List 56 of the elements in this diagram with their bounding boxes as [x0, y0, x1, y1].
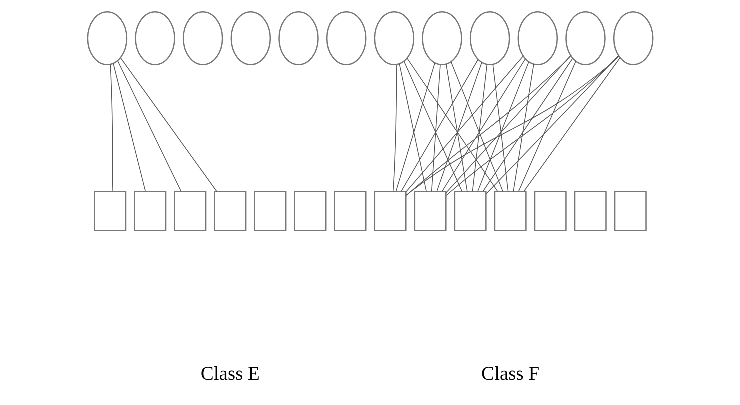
connector	[446, 56, 619, 196]
connector	[117, 60, 182, 192]
connector	[477, 62, 529, 192]
connector	[441, 58, 526, 192]
node-circle	[374, 12, 414, 66]
connector	[450, 62, 504, 192]
node-circle	[86, 12, 128, 66]
connector	[445, 55, 571, 194]
node-circle	[134, 12, 175, 66]
node-circle	[565, 12, 606, 66]
connector	[405, 56, 524, 192]
connector	[406, 56, 571, 196]
connector	[110, 64, 113, 192]
connector	[398, 64, 426, 192]
connector	[492, 64, 508, 192]
node-box	[134, 191, 166, 232]
node-circle	[182, 12, 223, 66]
connector	[392, 64, 397, 192]
node-circle	[230, 12, 271, 66]
node-box	[454, 191, 486, 232]
label: Class E	[200, 364, 260, 386]
connector	[120, 58, 217, 192]
connector	[523, 58, 620, 192]
connector	[486, 56, 618, 194]
connector	[512, 64, 534, 192]
connector	[403, 61, 462, 192]
connector	[406, 56, 619, 196]
connector	[112, 63, 146, 192]
node-circle	[278, 12, 318, 66]
node-circle	[517, 12, 558, 66]
connector	[518, 61, 576, 192]
node-box	[174, 191, 206, 232]
node-box	[614, 191, 646, 232]
connector	[400, 59, 478, 192]
node-box	[414, 191, 446, 232]
node-circle	[326, 12, 366, 66]
label: Class F	[481, 364, 540, 386]
connector	[472, 64, 488, 192]
connector	[395, 62, 435, 192]
node-box	[94, 191, 126, 232]
connector	[436, 62, 482, 192]
node-circle	[612, 12, 654, 66]
connector	[430, 64, 440, 192]
node-box	[334, 191, 366, 232]
node-box	[494, 191, 526, 232]
node-circle	[422, 12, 462, 66]
node-box	[214, 191, 246, 232]
node-box	[294, 191, 326, 232]
node-box	[574, 191, 606, 232]
node-box	[254, 191, 286, 232]
node-circle	[469, 12, 510, 66]
connector	[482, 58, 573, 192]
connector	[406, 58, 498, 192]
connector	[445, 64, 468, 192]
node-box	[534, 191, 566, 232]
node-box	[374, 191, 406, 232]
